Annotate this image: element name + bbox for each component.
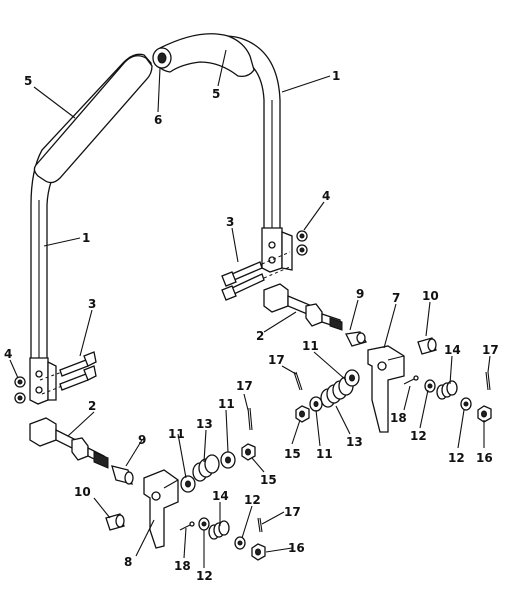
right-grip-sleeve [155,33,255,78]
callout-3-left: 3 [88,297,96,311]
callout-1-left: 1 [82,231,90,245]
callout-2-right: 2 [256,329,264,343]
retaining-clips [179,375,419,531]
callout-12-right-a: 12 [410,429,427,443]
callout-11-left-b: 11 [218,397,235,411]
callout-10-left: 10 [74,485,91,499]
left-lower-mount-bracket [29,357,57,405]
callout-6: 6 [154,113,162,127]
callout-17-right: 17 [482,343,499,357]
left-grip-sleeve [33,55,153,184]
callout-15-right: 15 [284,447,301,461]
tube-end-cap [152,47,172,69]
callout-3-right: 3 [226,215,234,229]
callout-5-right: 5 [212,87,220,101]
left-bushing [105,513,125,531]
right-pivot-pin [263,283,343,331]
callout-11-mid: 11 [316,447,333,461]
right-hex-nuts [295,405,492,423]
callout-12-left-b: 12 [196,569,213,583]
callout-labels: 5 6 5 1 1 4 3 3 4 2 9 10 7 11 17 14 17 1… [4,69,499,583]
callout-17-left: 17 [236,379,253,393]
right-bushing [417,337,437,355]
right-upper-mount-bracket [261,227,293,273]
callout-18-left: 18 [174,559,191,573]
callout-4-right: 4 [322,189,330,203]
callout-10-right: 10 [422,289,439,303]
right-small-spring [436,380,458,400]
callout-5-left: 5 [24,74,32,88]
callout-18-right: 18 [390,411,407,425]
callout-8: 8 [124,555,132,569]
callout-7: 7 [392,291,400,305]
left-large-spring [192,454,220,482]
right-upper-bolts [221,251,293,301]
callout-2-left: 2 [88,399,96,413]
callout-13-right: 13 [346,435,363,449]
callout-14-left: 14 [212,489,229,503]
right-upper-nuts [296,230,308,256]
callout-15-left: 15 [260,473,277,487]
left-lower-nuts [14,376,26,404]
left-flat-washers [180,451,246,550]
callout-11-upper: 11 [302,339,319,353]
left-pivot-pin [29,417,109,469]
callout-12-right-b: 12 [448,451,465,465]
left-small-spring [208,520,230,540]
callout-4-left: 4 [4,347,12,361]
callout-16-left: 16 [288,541,305,555]
right-spacer-tube [345,331,367,347]
left-lower-bolts [39,351,97,395]
right-flat-washers [309,369,472,412]
left-spacer-tube [111,465,134,485]
callout-14-right: 14 [444,343,461,357]
callout-13-left: 13 [196,417,213,431]
callout-16-right: 16 [476,451,493,465]
callout-11-left-a: 11 [168,427,185,441]
left-latch-bracket [143,469,179,549]
callout-9-left: 9 [138,433,146,447]
leader-lines [9,49,491,568]
left-hex-nuts [241,443,266,561]
callout-17-mid: 17 [268,353,285,367]
callout-17-lower: 17 [284,505,301,519]
callout-1-right: 1 [332,69,340,83]
right-latch-bracket [367,345,405,433]
cotter-pins [247,371,491,533]
callout-12-left-a: 12 [244,493,261,507]
callout-9-right: 9 [356,287,364,301]
